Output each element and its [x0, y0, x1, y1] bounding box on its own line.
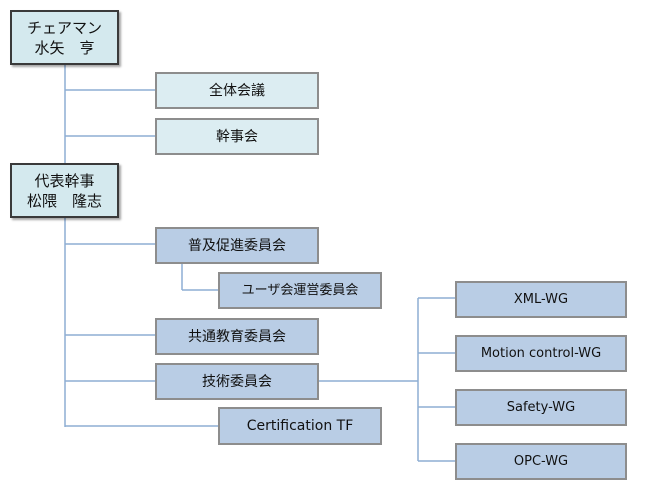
wg-label-opc: OPC-WG — [513, 453, 569, 469]
user-committee-box: ユーザ会運営委員会 — [218, 272, 382, 309]
education-committee-label: 共通教育委員会 — [188, 328, 286, 345]
wg-label-xml: XML-WG — [513, 291, 569, 307]
education-committee-box: 共通教育委員会 — [155, 318, 319, 355]
wg-box-safety: Safety-WG — [455, 389, 627, 426]
chairman-title: チェアマン — [26, 18, 102, 37]
technical-committee-box: 技術委員会 — [155, 363, 319, 400]
certification-tf-box: Certification TF — [218, 407, 382, 445]
chairman-name: 水矢 亨 — [34, 38, 95, 57]
user-committee-label: ユーザ会運営委員会 — [241, 282, 359, 298]
representative-secretary-title: 代表幹事 — [34, 171, 95, 190]
promotion-committee-box: 普及促進委員会 — [155, 227, 319, 264]
representative-secretary-box: 代表幹事 松隈 隆志 — [10, 163, 119, 218]
certification-tf-label: Certification TF — [246, 418, 354, 434]
wg-label-motion-control: Motion control-WG — [480, 345, 602, 361]
secretariat-label: 幹事会 — [216, 128, 258, 145]
wg-label-safety: Safety-WG — [506, 399, 576, 415]
general-meeting-label: 全体会議 — [209, 82, 265, 99]
chairman-box: チェアマン 水矢 亨 — [10, 10, 119, 65]
wg-box-xml: XML-WG — [455, 281, 627, 318]
representative-secretary-name: 松隈 隆志 — [26, 191, 102, 210]
general-meeting-box: 全体会議 — [155, 72, 319, 109]
wg-box-motion-control: Motion control-WG — [455, 335, 627, 372]
technical-committee-label: 技術委員会 — [202, 373, 272, 390]
secretariat-box: 幹事会 — [155, 118, 319, 155]
promotion-committee-label: 普及促進委員会 — [188, 237, 286, 254]
wg-box-opc: OPC-WG — [455, 443, 627, 480]
